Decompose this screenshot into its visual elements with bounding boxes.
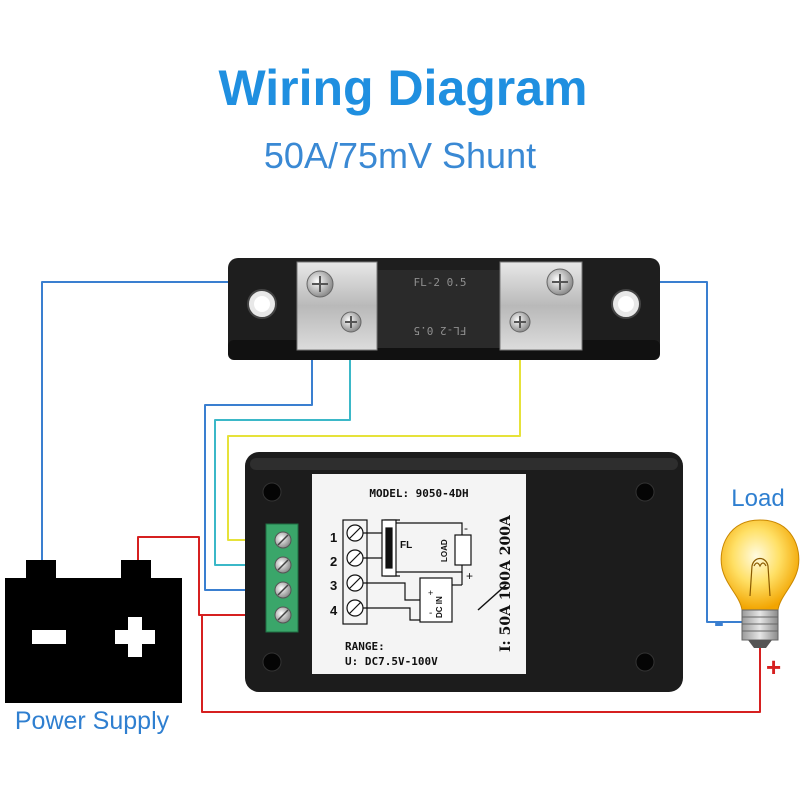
meter-dcin-plus: + bbox=[428, 588, 433, 598]
terminal-screw-2 bbox=[274, 556, 292, 574]
meter-label-panel bbox=[312, 474, 526, 674]
terminal-screw-3 bbox=[274, 581, 292, 599]
battery-icon bbox=[5, 560, 182, 703]
terminal-number-2: 2 bbox=[330, 554, 337, 569]
wire-blue-battery-to-shunt bbox=[41, 281, 312, 560]
wire-cyan-shunt-to-terminal-2 bbox=[214, 322, 351, 566]
bulb-base bbox=[741, 609, 779, 641]
meter-range-slash bbox=[477, 584, 507, 611]
terminal-number-4: 4 bbox=[330, 603, 338, 618]
meter-mount-hole bbox=[262, 482, 282, 502]
lamp-plus-sign: + bbox=[766, 652, 781, 682]
battery-plus-sign-v bbox=[128, 617, 142, 657]
terminal-screw-1 bbox=[274, 531, 292, 549]
shunt: FL-2 0.5 FL-2 0.5 bbox=[228, 258, 660, 360]
load-label: Load bbox=[731, 485, 784, 512]
meter-fl-label: FL bbox=[400, 540, 412, 551]
wire-red-terminal-4-to-lamp bbox=[199, 614, 761, 713]
meter-dcin-minus: - bbox=[429, 608, 432, 619]
battery-minus-sign bbox=[32, 630, 66, 644]
meter-mount-hole bbox=[635, 482, 655, 502]
power-supply-label: Power Supply bbox=[15, 707, 170, 735]
terminal-number-1: 1 bbox=[330, 530, 337, 545]
lamp-minus-sign: - bbox=[714, 606, 724, 639]
meter-range-label: RANGE: bbox=[345, 640, 385, 653]
terminal-number-3: 3 bbox=[330, 578, 337, 593]
meter-load-plus: + bbox=[466, 569, 473, 583]
meter-dcin-label: DC IN bbox=[435, 596, 444, 618]
meter-model: MODEL: 9050-4DH bbox=[369, 487, 468, 500]
meter-current-ranges: I: 50A 100A 200A bbox=[498, 514, 514, 652]
meter-schematic bbox=[342, 519, 472, 625]
shunt-marking-bottom: FL-2 0.5 bbox=[414, 324, 467, 337]
battery-body bbox=[5, 578, 182, 703]
meter-mount-hole bbox=[635, 652, 655, 672]
shunt-marking-top: FL-2 0.5 bbox=[414, 276, 467, 289]
page-subtitle: 50A/75mV Shunt bbox=[264, 135, 536, 176]
shunt-screw-left-sense bbox=[340, 311, 362, 333]
shunt-resistor-band bbox=[370, 270, 515, 348]
light-bulb-icon bbox=[720, 519, 800, 648]
page-title: Wiring Diagram bbox=[218, 60, 587, 116]
wire-red-battery-to-terminal-4 bbox=[137, 536, 280, 616]
shunt-metal-block-left bbox=[296, 261, 378, 351]
shunt-screw-left-main bbox=[306, 270, 334, 298]
shunt-screw-right-main bbox=[546, 268, 574, 296]
terminal-screw-4 bbox=[274, 606, 292, 624]
meter-mount-hole bbox=[262, 652, 282, 672]
meter: MODEL: 9050-4DH 1 2 3 4 bbox=[245, 452, 683, 692]
meter-load-minus: - bbox=[464, 521, 468, 535]
meter-range-value: U: DC7.5V-100V bbox=[345, 655, 438, 668]
wire-blue-shunt-to-terminal-3 bbox=[204, 282, 313, 591]
meter-load-label: LOAD bbox=[440, 539, 449, 562]
shunt-screw-right-sense bbox=[509, 311, 531, 333]
